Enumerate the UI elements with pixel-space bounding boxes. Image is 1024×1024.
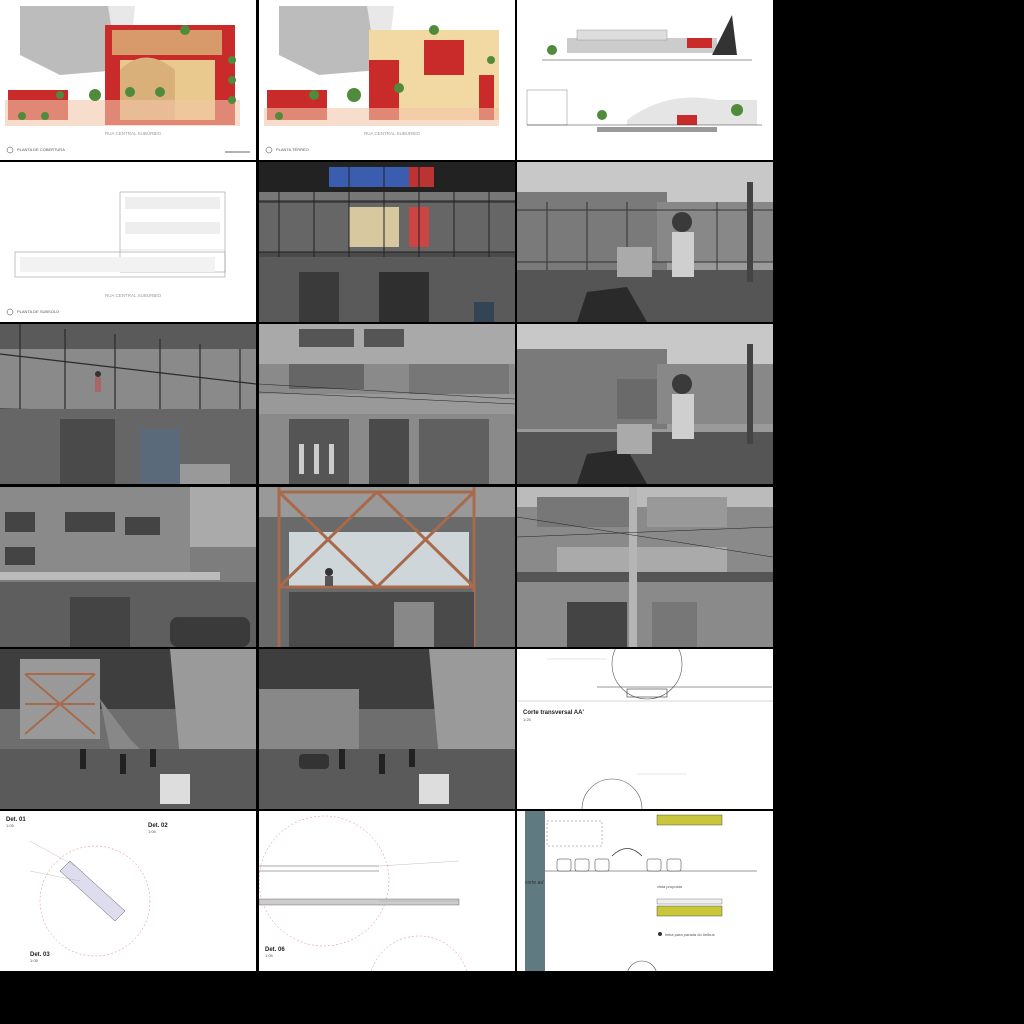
section-scale: 1:25 xyxy=(523,717,532,722)
basement-plan-drawing: RUA CENTRAL SUBÚRBIO PLANTA DE SUBSOLO xyxy=(0,162,256,322)
via-proposta-label: vista proposta xyxy=(657,884,683,889)
roof-plan-drawing: RUA CENTRAL SUBÚRBIO PLANTA DE COBERTURA xyxy=(0,0,256,160)
elevations-drawing xyxy=(517,0,773,160)
det02-title: Det. 02 xyxy=(148,823,168,829)
street-label-2: RUA CENTRAL SUBÚRBIO xyxy=(364,130,421,136)
det01-scale: 1:05 xyxy=(6,823,15,828)
sheet-grid: RUA CENTRAL SUBÚRBIO PLANTA DE COBERTURA… xyxy=(0,0,773,971)
det03-scale: 1:05 xyxy=(30,958,39,963)
brt-section-drawing: corte aa' vista proposta linha para para… xyxy=(517,811,773,971)
street-label-1: RUA CENTRAL SUBÚRBIO xyxy=(105,130,162,136)
favela-building-photo xyxy=(517,487,773,647)
det02-scale: 1:05 xyxy=(148,829,157,834)
cross-section-drawing: Corte transversal AA' 1:25 xyxy=(517,649,773,809)
det01-title: Det. 01 xyxy=(6,817,26,823)
ground-floor-plan-drawing: RUA CENTRAL SUBÚRBIO PLANTA TÉRREO xyxy=(259,0,515,160)
rooftop-boy-photo-2 xyxy=(517,324,773,484)
det06-scale: 1:05 xyxy=(265,953,274,958)
street-market-photo xyxy=(0,649,256,809)
facade-photo-building xyxy=(259,324,515,484)
legend-note: linha para parada do ônibus xyxy=(665,932,715,937)
det06-title: Det. 06 xyxy=(265,947,285,953)
street-label-3: RUA CENTRAL SUBÚRBIO xyxy=(105,292,162,298)
roof-plan-title: PLANTA DE COBERTURA xyxy=(17,147,65,152)
street-market-photo-2 xyxy=(259,649,515,809)
basement-plan-title: PLANTA DE SUBSOLO xyxy=(17,309,59,314)
detail-06-drawing: Det. 06 1:05 xyxy=(259,811,515,971)
det03-title: Det. 03 xyxy=(30,952,50,958)
street-building-photo xyxy=(0,487,256,647)
rooftop-boy-photo xyxy=(517,162,773,322)
frame-structure-render xyxy=(259,487,515,647)
facade-photo-walkway xyxy=(0,324,256,484)
facade-photo-scaffold-color xyxy=(259,162,515,322)
corte-title: corte aa' xyxy=(525,880,544,886)
detail-01-drawing: Det. 01 1:05 Det. 02 1:05 Det. 03 1:05 xyxy=(0,811,256,971)
section-title: Corte transversal AA' xyxy=(523,710,584,716)
ground-plan-title: PLANTA TÉRREO xyxy=(276,147,309,152)
